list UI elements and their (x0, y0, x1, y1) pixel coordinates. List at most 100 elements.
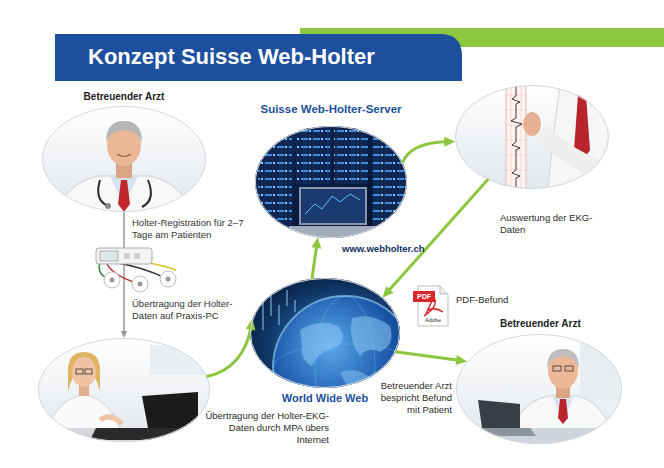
doctor-photo (40, 104, 208, 214)
assistant-photo (85, 369, 92, 374)
server-photo (253, 124, 409, 240)
holter-device (160, 271, 176, 287)
pdf-icon (440, 286, 448, 294)
ecg-analysis-photo (506, 82, 526, 192)
node-caption: Übertragung der Holter-EKG-Daten durch M… (204, 410, 329, 446)
icon-text: Adobe (418, 317, 448, 324)
doctor-photo (98, 180, 151, 207)
globe-ellipse: World Wide Web (250, 278, 400, 388)
assistant-photo (36, 336, 212, 444)
ellipse-outline (456, 334, 622, 444)
globe-picture (262, 300, 264, 330)
photo-ellipse: Übertragung der Holter-EKG-Daten durch M… (38, 338, 210, 442)
ecg-analysis-photo (523, 112, 541, 136)
connector-line (207, 327, 251, 376)
globe-picture (340, 370, 372, 392)
doctor-photo (580, 340, 620, 400)
node-caption: PDF-Befund (456, 294, 536, 306)
node-caption: Betreuender Arzt bespricht Befund mit Pa… (368, 380, 452, 416)
doctor-photo (105, 203, 111, 209)
ellipse-outline (43, 107, 206, 212)
server-photo (334, 128, 368, 184)
arrow-head (456, 355, 468, 365)
assistant-photo (68, 352, 100, 392)
assistant-photo (150, 345, 210, 375)
server-photo (305, 194, 360, 214)
annotation-label: Holter-Registration für 2–7 Tage am Pati… (132, 217, 252, 241)
connector (207, 319, 255, 377)
holter-device (96, 248, 176, 292)
doctor-photo (118, 180, 130, 212)
assistant-photo (72, 357, 96, 387)
doctor-photo (547, 349, 579, 368)
ecg-analysis-photo (453, 82, 612, 192)
holter-device (110, 278, 115, 283)
doctor-photo (565, 366, 573, 371)
server-ellipse: Suisse Web-Holter-Serverwww.webholter.ch (255, 126, 407, 238)
ecg-analysis-photo (506, 82, 526, 192)
doctor-photo (454, 332, 624, 446)
holter-device (124, 253, 130, 259)
assistant-photo (100, 417, 122, 424)
globe-picture (278, 305, 280, 325)
ellipse-outline (251, 279, 400, 388)
holter-device (96, 248, 152, 264)
globe-picture (294, 300, 296, 312)
connector-line (123, 212, 125, 332)
connector (311, 237, 321, 279)
globe-picture (351, 316, 392, 356)
connector (121, 212, 127, 338)
connector-line (395, 352, 458, 361)
arrow-head (311, 237, 321, 249)
arrow-head (382, 286, 393, 298)
node-heading: Suisse Web-Holter-Server (243, 102, 419, 116)
connector (395, 352, 467, 365)
assistant-photo (90, 428, 208, 440)
server-photo (372, 128, 406, 236)
pdf-tab: PDF (413, 291, 435, 302)
globe-picture (286, 290, 288, 306)
annotation-label: Übertragung der Holter-Daten auf Praxis-… (132, 298, 252, 322)
ecg-analysis-photo (453, 83, 611, 191)
ellipse-outline (255, 126, 407, 238)
holter-device (134, 253, 140, 259)
doctor-photo (117, 154, 131, 157)
title-tab (55, 34, 462, 81)
ellipse-outline (256, 127, 407, 238)
connector (382, 180, 487, 298)
connector-line (388, 180, 488, 291)
diagram-title: Konzept Suisse Web-Holter (88, 43, 448, 71)
node-heading: Betreuender Arzt (500, 317, 610, 330)
ecg-analysis-photo (511, 84, 522, 192)
web-address: www.webholter.ch (342, 243, 442, 255)
server-photo (296, 128, 330, 184)
holter-device (100, 251, 118, 261)
photo-ellipse: Auswertung der EKG-Daten (455, 85, 609, 189)
ellipse-outline (39, 339, 210, 442)
arrow-head (121, 331, 127, 338)
ellipse-outline (456, 86, 609, 189)
holter-device (166, 277, 171, 282)
ellipse-outline (455, 85, 609, 189)
doctor-photo (106, 121, 142, 142)
node-heading: Betreuender Arzt (42, 90, 206, 103)
assistant-photo (76, 369, 83, 374)
arrow-head (444, 137, 455, 147)
holter-device (138, 282, 143, 287)
ecg-analysis-photo (540, 132, 612, 175)
ellipse-outline (38, 338, 210, 442)
node-caption: Auswertung der EKG-Daten (500, 212, 600, 236)
doctor-photo (58, 176, 190, 214)
holter-device (104, 272, 120, 288)
server-photo (253, 124, 409, 240)
doctor-photo (40, 104, 208, 214)
doctor-photo (466, 428, 536, 436)
doctor-photo (558, 399, 568, 424)
connector-line (312, 246, 317, 279)
connector-line (402, 142, 446, 163)
globe-picture (262, 290, 296, 330)
ellipse-outline (250, 278, 400, 388)
photo-ellipse: Betreuender ArztBetreuender Arzt bespric… (456, 334, 622, 444)
server-photo (280, 226, 386, 238)
ellipse-outline (42, 106, 206, 212)
